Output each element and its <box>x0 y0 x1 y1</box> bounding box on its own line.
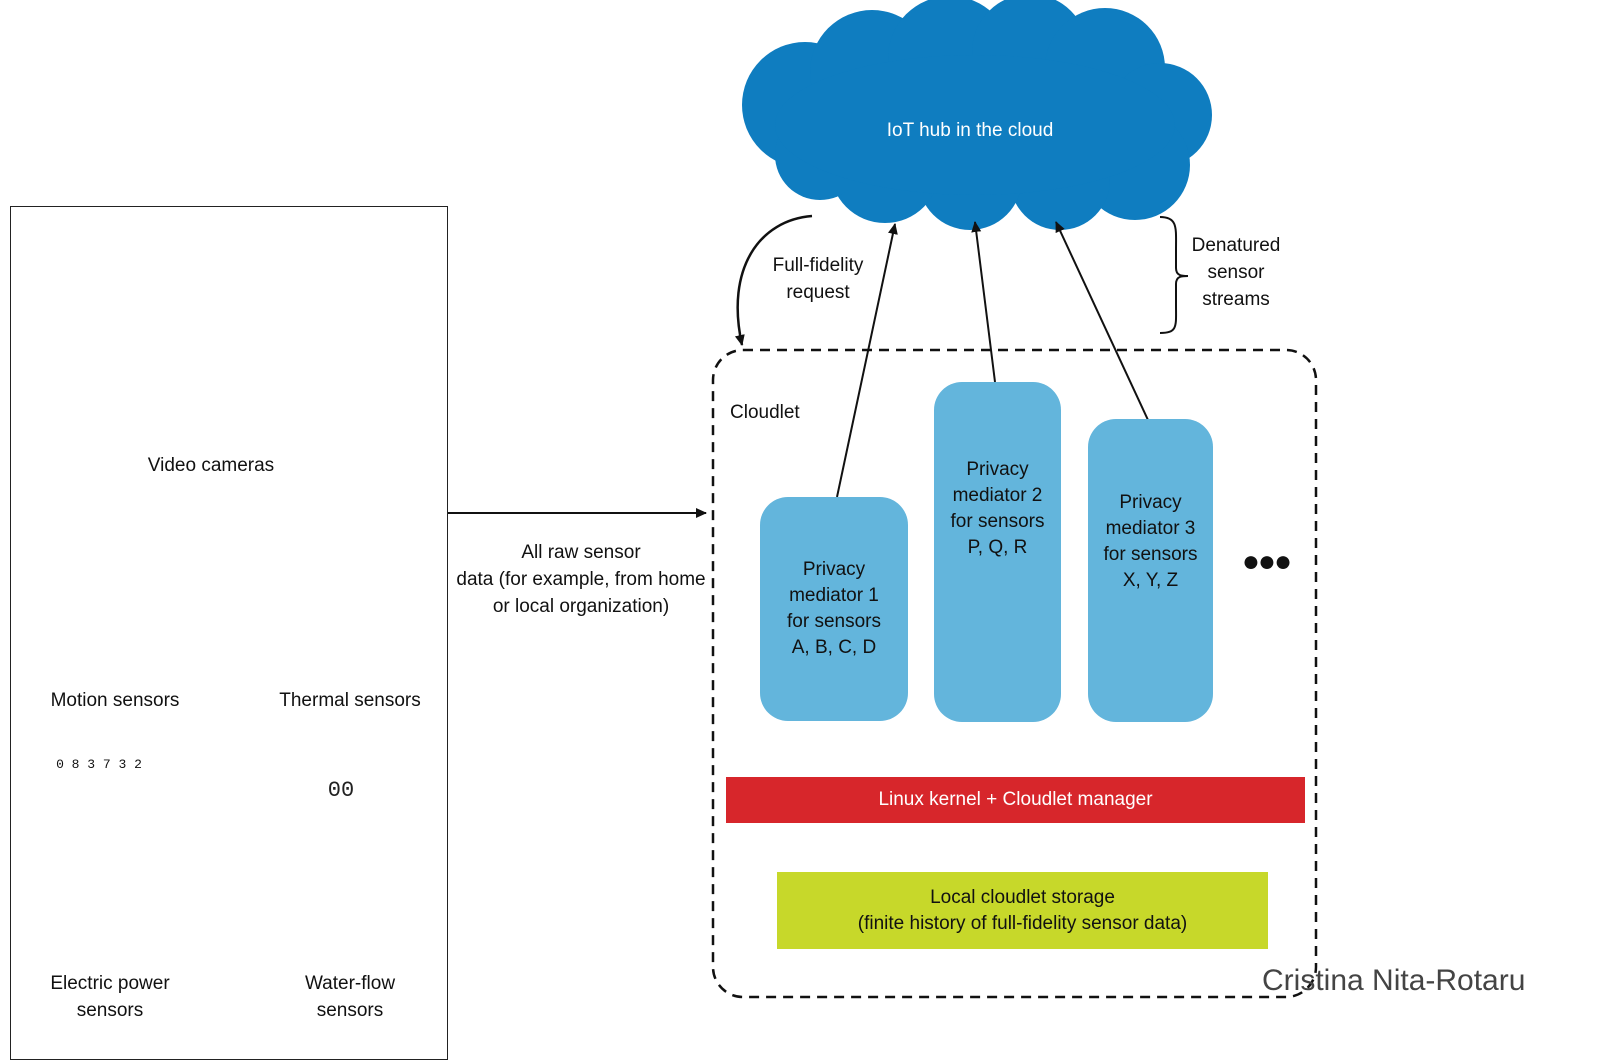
stream-arrow-1 <box>836 223 898 498</box>
mediator-3-line3: for sensors <box>1103 543 1198 565</box>
mediator-2-line4: P, Q, R <box>967 537 1028 558</box>
denatured-line1: Denatured <box>1191 235 1281 256</box>
video-cameras-label: Video cameras <box>147 455 275 476</box>
electric-label-line1: Electric power <box>50 973 170 994</box>
flow-brand-text: DigiFlow 6710M <box>306 822 394 836</box>
raw-data-label: All raw sensor data (for example, from h… <box>450 539 712 620</box>
mediator-3-line2: mediator 3 <box>1105 517 1196 539</box>
sensor-device-panel <box>10 206 448 1060</box>
full-fidelity-line2: request <box>786 282 850 303</box>
linux-kernel-bar: Linux kernel + Cloudlet manager <box>726 777 1305 823</box>
electric-power-sensors-label: Electric power sensors <box>20 970 200 1024</box>
privacy-mediator-1: Privacy mediator 1 for sensors A, B, C, … <box>760 497 908 721</box>
denatured-line2: sensor <box>1207 262 1265 283</box>
mediator-1-line1: Privacy <box>802 559 866 580</box>
cloudlet-label: Cloudlet <box>730 402 800 423</box>
raw-data-line2: data (for example, from home <box>456 569 706 590</box>
cloud-shape <box>742 0 1212 230</box>
stream-arrow-3 <box>1055 221 1149 421</box>
mediator-3-line1: Privacy <box>1119 491 1182 513</box>
stream-arrow-2 <box>971 221 996 383</box>
privacy-mediator-2: Privacy mediator 2 for sensors P, Q, R <box>934 382 1061 722</box>
mediator-1-line4: A, B, C, D <box>791 637 877 658</box>
motion-sensors-label: Motion sensors <box>50 690 180 711</box>
denatured-line3: streams <box>1202 289 1270 310</box>
storage-line1: Local cloudlet storage <box>930 886 1115 908</box>
cloud-label: IoT hub in the cloud <box>886 120 1054 141</box>
water-label-line1: Water-flow <box>304 973 396 994</box>
mediator-2-line1: Privacy <box>966 459 1029 480</box>
full-fidelity-arrow <box>734 214 813 346</box>
privacy-mediator-3: Privacy mediator 3 for sensors X, Y, Z <box>1088 419 1213 722</box>
electric-label-line2: sensors <box>76 1000 144 1021</box>
mediator-1-line3: for sensors <box>787 611 881 632</box>
water-label-line2: sensors <box>316 1000 384 1021</box>
raw-data-line1: All raw sensor <box>521 542 641 563</box>
mediator-1-line2: mediator 1 <box>789 585 879 606</box>
full-fidelity-label: Full-fidelity request <box>748 252 888 306</box>
mediator-2-line3: for sensors <box>950 511 1045 532</box>
more-mediators-ellipsis: ●●● <box>1241 545 1292 578</box>
mediator-3-line4: X, Y, Z <box>1122 569 1179 591</box>
raw-data-line3: or local organization) <box>492 596 670 617</box>
storage-line2: (finite history of full-fidelity sensor … <box>857 912 1188 934</box>
mediator-2-line2: mediator 2 <box>952 485 1043 506</box>
denatured-brace <box>1159 216 1189 334</box>
thermal-sensors-label: Thermal sensors <box>279 690 421 711</box>
meter-readout: 0 8 3 7 3 2 <box>56 757 142 772</box>
full-fidelity-line1: Full-fidelity <box>772 255 864 276</box>
local-storage-bar: Local cloudlet storage (finite history o… <box>777 872 1268 949</box>
water-flow-sensors-label: Water-flow sensors <box>260 970 440 1024</box>
flow-display-readout: 00 <box>327 778 355 803</box>
author-credit: Cristina Nita-Rotaru <box>1262 964 1526 997</box>
denatured-streams-label: Denatured sensor streams <box>1180 232 1292 313</box>
